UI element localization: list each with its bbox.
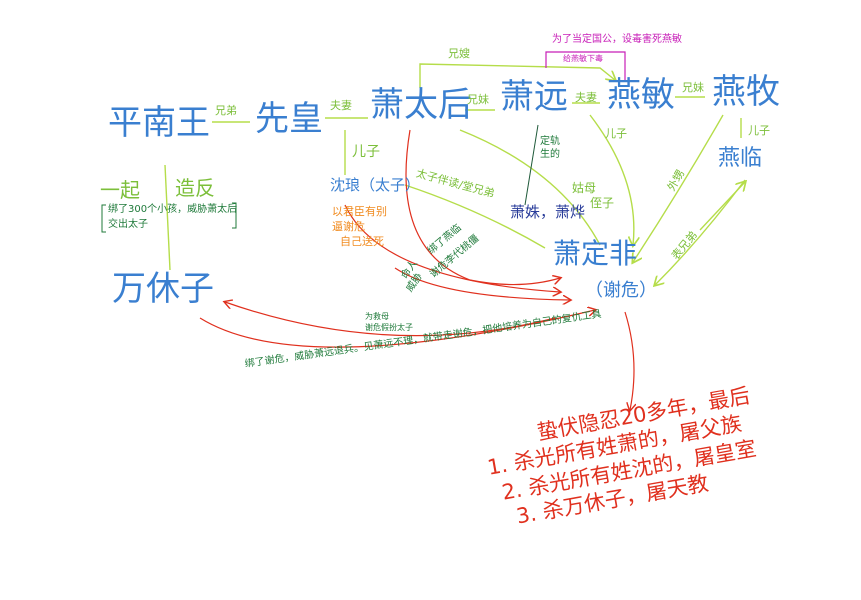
label-siblings1: 兄妹 [467, 93, 489, 106]
bracket-hostage [101, 202, 237, 233]
node-xiewei: （谢危） [585, 280, 657, 301]
magenta-bracket [545, 51, 626, 80]
line-son2 [589, 114, 634, 245]
label-save-1: 为救母 [365, 312, 389, 321]
label-hostage-2: 交出太子 [108, 219, 148, 230]
label-nephew: 侄子 [590, 196, 615, 210]
node-xiaodingfei: 萧定非 [553, 237, 638, 270]
line-nephew [633, 114, 724, 262]
label-aunt-nephew: 姑母 [572, 181, 597, 195]
label-son1: 儿子 [352, 144, 380, 160]
line-aunt [459, 129, 601, 246]
line-born [524, 124, 539, 206]
node-wanxiuzi: 万休子 [112, 269, 214, 309]
arrow-save [225, 302, 556, 337]
arrow-taihou [405, 129, 560, 286]
line-sister-in-law [419, 63, 615, 88]
arrow-revenge [624, 311, 634, 410]
node-yanmu: 燕牧 [712, 72, 780, 112]
node-yanmin: 燕敏 [607, 75, 675, 115]
label-magenta-1: 为了当定国公，设毒害死燕敏 [552, 34, 682, 45]
node-pingnanwang: 平南王 [108, 103, 210, 143]
label-magenta-2: 给燕敏下毒 [563, 54, 603, 63]
label-son2: 儿子 [605, 127, 627, 140]
arrow-order [394, 267, 570, 300]
node-shenlang: 沈琅（太子） [330, 176, 421, 194]
label-born: 定轨生的 [540, 136, 560, 160]
label-siblings2: 兄妹 [682, 81, 704, 94]
label-shenlang-3: 自己送死 [340, 235, 384, 248]
label-save-2: 谢危假扮太子 [365, 323, 413, 332]
line-cousins-up [699, 182, 745, 231]
label-rebel: 造反 [175, 176, 215, 200]
label-son3: 儿子 [748, 124, 770, 137]
node-xiaotaihou: 萧太后 [370, 85, 472, 125]
label-shenlang-2: 逼谢危 [332, 220, 365, 233]
label-brothers: 兄弟 [215, 104, 237, 117]
label-shenlang-1: 以君臣有别 [332, 205, 387, 218]
node-xianhuang: 先皇 [255, 99, 323, 139]
arrow-shenlang [344, 204, 560, 292]
arrow-kidnap [199, 310, 595, 348]
label-couple1: 夫妻 [330, 99, 352, 112]
line-together [164, 164, 171, 271]
node-xiaoshu: 萧姝，萧烨 [510, 203, 586, 221]
label-together: 一起 [100, 178, 140, 202]
label-couple2: 夫妻 [575, 91, 597, 104]
label-sister-in-law: 兄嫂 [448, 47, 470, 60]
node-yanlin: 燕临 [718, 146, 763, 171]
line-study [404, 184, 546, 249]
label-hostage-1: 绑了300个小孩，威胁萧太后 [108, 204, 238, 215]
node-xiaoyuan: 萧远 [500, 77, 568, 117]
